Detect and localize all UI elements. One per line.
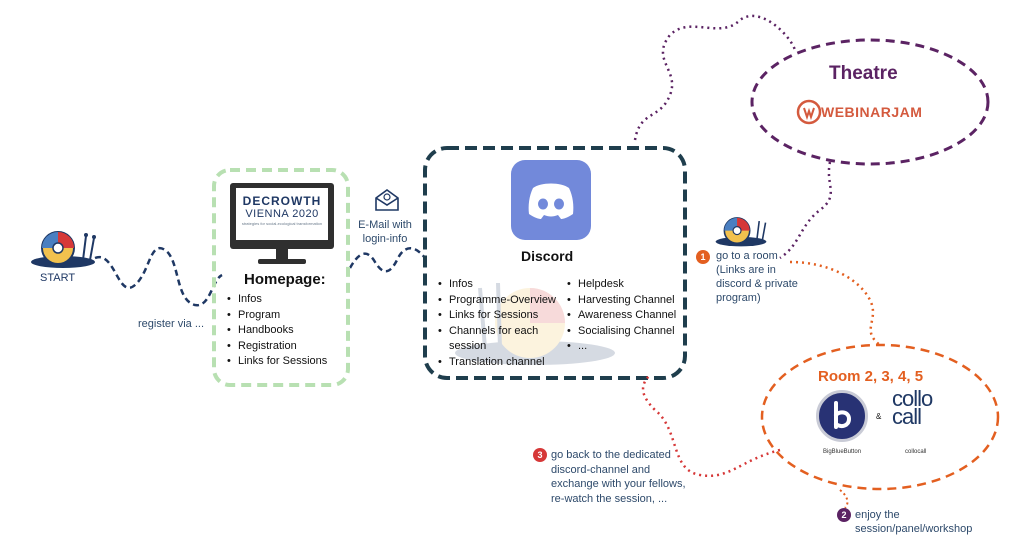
monitor-screen: DECROWTH VIENNA 2020 strategies for soci… <box>236 188 328 240</box>
list-item: Helpdesk <box>567 277 676 293</box>
path-room-discord <box>641 374 781 478</box>
room-cloud <box>760 343 1000 491</box>
collocall-logo-line1: collo <box>892 386 933 411</box>
step-2-line: session/panel/workshop <box>855 523 973 535</box>
discord-box <box>423 146 687 380</box>
path-room-step2 <box>839 489 849 509</box>
monitor-icon: DECROWTH VIENNA 2020 strategies for soci… <box>230 183 334 249</box>
list-item: Translation channel <box>438 355 556 371</box>
list-item: Programme-Overview <box>438 293 556 309</box>
webinarjam-logo-icon <box>796 99 822 125</box>
step-3-badge: 3 <box>533 448 547 462</box>
discord-list-left: Infos Programme-Overview Links for Sessi… <box>435 277 556 370</box>
step-3-line: go back to the dedicated <box>551 449 671 461</box>
discord-logo-icon <box>511 160 591 240</box>
step-3-line: re-watch the session, ... <box>551 492 668 505</box>
step-2-text: enjoy the session/panel/workshop <box>855 508 995 536</box>
step-1-text: go to a room (Links are in discord & pri… <box>716 249 836 305</box>
collocall-caption: collocall <box>905 449 927 455</box>
homepage-list: Infos Program Handbooks Registration Lin… <box>224 292 327 370</box>
envelope-icon <box>375 189 399 211</box>
email-label: E-Mail with login-info <box>350 218 420 246</box>
step-1-line: discord & private <box>716 278 798 290</box>
theatre-title: Theatre <box>829 63 898 84</box>
webinarjam-wordmark: WEBINARJAM <box>821 104 923 120</box>
list-item-continuation: session <box>449 339 556 355</box>
step-2-line: enjoy the <box>855 509 900 521</box>
list-item: Links for Sessions <box>227 354 327 370</box>
path-theatre-down <box>779 161 833 260</box>
list-item: Channels for each <box>438 324 556 340</box>
list-item: Infos <box>227 292 327 308</box>
step-1-line: go to a room <box>716 250 778 262</box>
logo-tagline: strategies for social-ecological transfo… <box>241 221 323 226</box>
register-label: register via ... <box>138 318 205 330</box>
homepage-title: Homepage: <box>244 271 326 288</box>
snail-icon <box>31 231 96 268</box>
room-title: Room 2, 3, 4, 5 <box>818 368 924 385</box>
list-item: Socialising Channel <box>567 324 676 340</box>
step-3-line: exchange with your fellows, <box>551 478 686 490</box>
list-item: Handbooks <box>227 323 327 339</box>
monitor-base <box>258 259 306 264</box>
list-item: Links for Sessions <box>438 308 556 324</box>
monitor-neck <box>276 249 288 259</box>
collocall-logo: collo call <box>892 386 933 429</box>
step-1-line: program) <box>716 292 761 304</box>
step-3-text: go back to the dedicated discord-channel… <box>551 448 721 506</box>
decrowth-logo: DECROWTH <box>242 194 322 208</box>
list-item: ... <box>567 339 676 355</box>
bigbluebutton-caption: BigBlueButton <box>823 449 862 455</box>
step-1-line: (Links are in <box>716 264 776 276</box>
list-item: Harvesting Channel <box>567 293 676 309</box>
collocall-logo-line2: call <box>892 404 922 429</box>
discord-list-right: Helpdesk Harvesting Channel Awareness Ch… <box>564 277 676 355</box>
path-start-homepage <box>94 246 223 307</box>
vienna-logo: VIENNA 2020 <box>245 208 319 220</box>
list-item: Registration <box>227 339 327 355</box>
email-label-line1: E-Mail with <box>358 219 412 231</box>
snail-icon <box>715 217 767 247</box>
start-label: START <box>40 272 76 284</box>
ampersand: & <box>876 412 882 421</box>
path-discord-theatre <box>633 14 797 141</box>
theatre-cloud <box>750 38 990 166</box>
path-homepage-discord <box>348 247 426 273</box>
email-label-line2: login-info <box>362 233 408 245</box>
step-1-badge: 1 <box>696 250 710 264</box>
discord-title: Discord <box>521 248 574 264</box>
list-item: Program <box>227 308 327 324</box>
list-item-continuation-text: session <box>449 340 487 352</box>
path-to-room <box>789 260 881 346</box>
list-item: Infos <box>438 277 556 293</box>
bigbluebutton-logo-icon <box>816 390 868 442</box>
homepage-box <box>212 168 350 387</box>
step-2-badge: 2 <box>837 508 851 522</box>
list-item: Awareness Channel <box>567 308 676 324</box>
step-3-line: discord-channel and <box>551 463 651 476</box>
